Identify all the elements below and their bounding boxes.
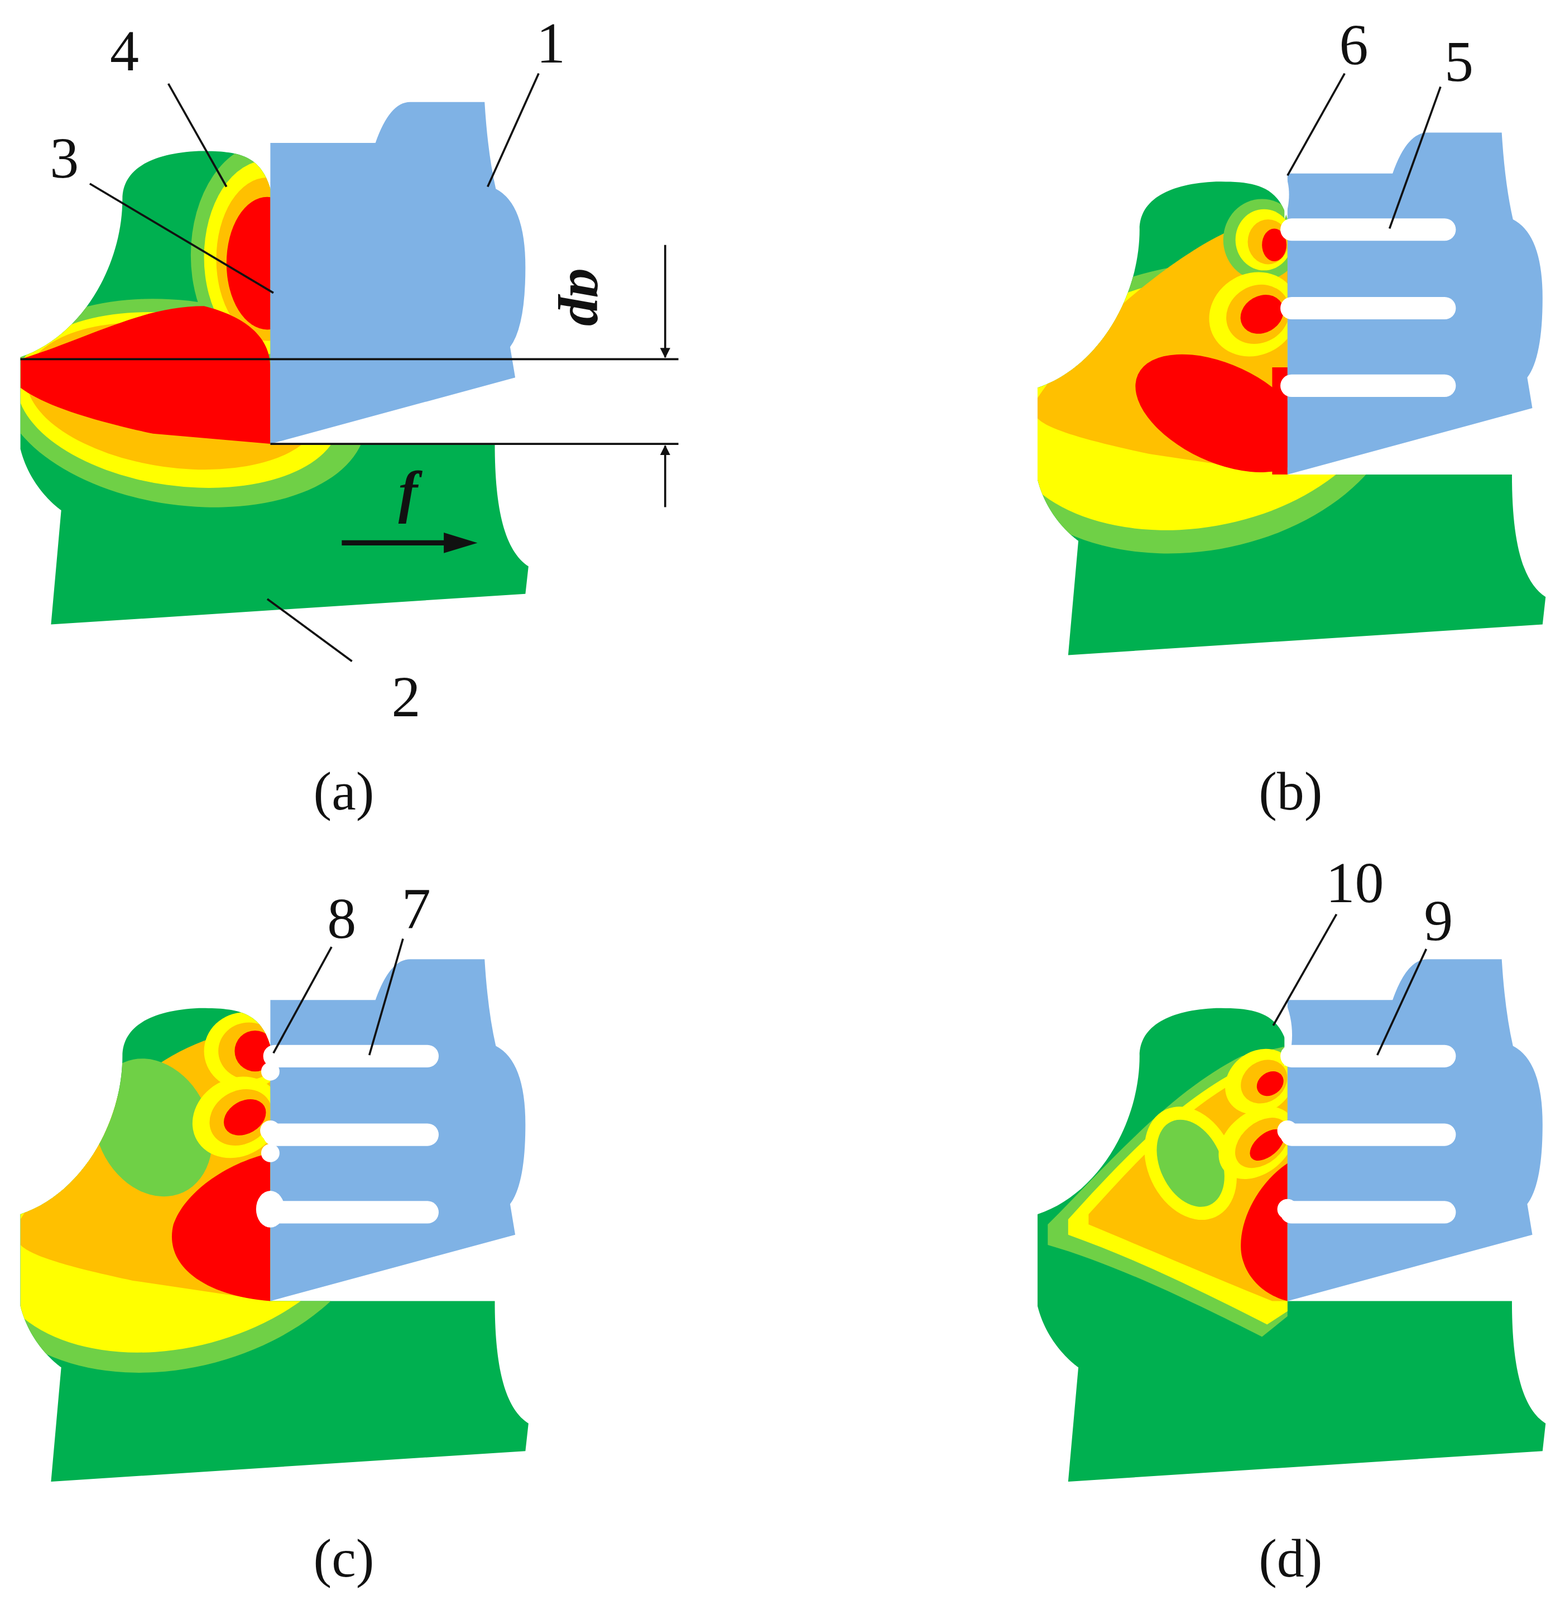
panel-d xyxy=(1037,958,1546,1482)
panel-c xyxy=(0,958,529,1482)
callout-number: 6 xyxy=(1339,15,1369,74)
callout-number: f xyxy=(398,462,419,521)
callout-number: 7 xyxy=(401,879,431,938)
callout-number: 10 xyxy=(1325,853,1384,912)
callout-number: 2 xyxy=(391,667,421,726)
callout-number: ap xyxy=(560,269,619,328)
panel-caption: (b) xyxy=(1258,763,1323,819)
leader-lines xyxy=(89,73,1441,1055)
dimension-lines xyxy=(20,245,679,508)
callout-number: 4 xyxy=(109,21,139,80)
callout-number: 3 xyxy=(49,128,79,187)
feed-arrow xyxy=(341,532,478,554)
callout-number: 1 xyxy=(536,13,566,72)
callout-number: 5 xyxy=(1444,32,1474,91)
panel-b xyxy=(965,132,1546,656)
panel-caption: (d) xyxy=(1258,1530,1323,1586)
panel-caption: (c) xyxy=(313,1530,375,1586)
panel-caption: (a) xyxy=(313,763,375,819)
panel-a xyxy=(0,102,529,625)
callout-number: 8 xyxy=(327,889,357,948)
callout-number: 9 xyxy=(1423,891,1453,950)
